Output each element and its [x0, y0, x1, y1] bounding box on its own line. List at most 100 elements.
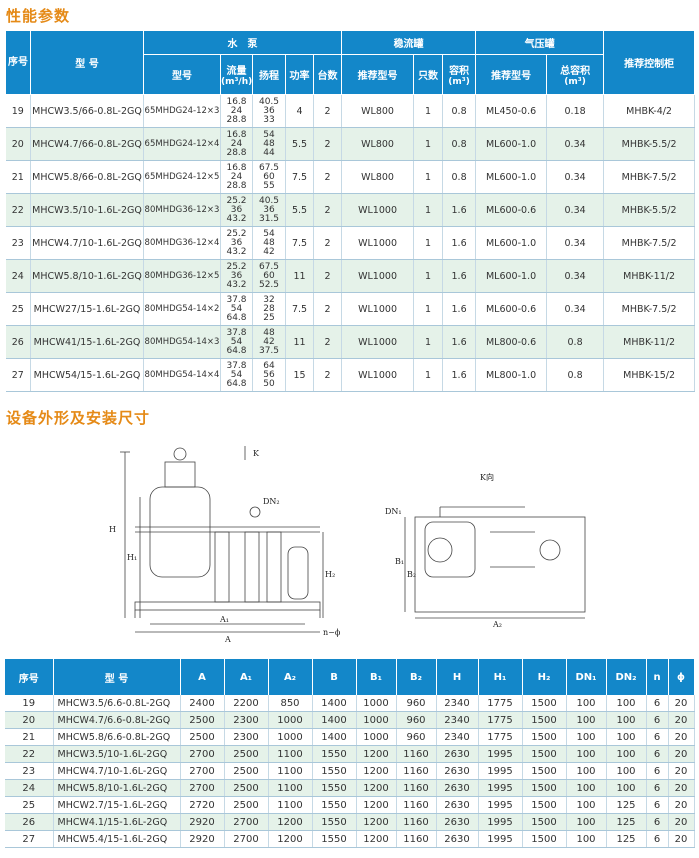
- cell-flow-line: 54: [230, 336, 243, 347]
- cell-seq: 24: [5, 259, 31, 293]
- dim-cell: 6: [646, 779, 669, 797]
- cell-ctrl: MHBK-5.5/2: [603, 127, 696, 161]
- dim-cell: 2920: [180, 813, 225, 831]
- cell-head-line: 60: [263, 171, 275, 182]
- cell-ctrl: MHBK-15/2: [603, 358, 696, 392]
- cell-power: 11: [285, 325, 314, 359]
- dim-cell: 1100: [268, 762, 313, 780]
- cell-model: MHCW4.7/10-1.6L-2GQ: [30, 226, 144, 260]
- cell-flow-line: 16.8: [226, 162, 247, 173]
- cell-head-line: 40.5: [258, 195, 280, 206]
- cell-head-line: 67.5: [258, 162, 280, 173]
- cell-seq: 23: [5, 226, 31, 260]
- cell-head-line: 54: [263, 129, 275, 140]
- dim-cell: 100: [566, 796, 607, 814]
- dim-b2-label: B₂: [407, 570, 416, 579]
- dim-cell: 20: [668, 813, 695, 831]
- cell-head-line: 56: [263, 369, 275, 380]
- cell-head-line: 48: [263, 327, 275, 338]
- dim-cell: 23: [5, 762, 54, 780]
- dim-header: H₂: [522, 659, 567, 695]
- cell-vol: 1.6: [442, 325, 477, 359]
- dim-cell: 2700: [180, 779, 225, 797]
- dim-cell: 1000: [268, 711, 313, 729]
- dim-cell: 20: [5, 711, 54, 729]
- cell-ctrl: MHBK-11/2: [603, 259, 696, 293]
- dim-cell: 1550: [312, 779, 357, 797]
- dim-cell: MHCW4.1/15-1.6L-2GQ: [53, 813, 181, 831]
- cell-flow-line: 28.8: [226, 147, 247, 158]
- dim-header: 序号: [5, 659, 54, 695]
- cell-flow-line: 37.8: [226, 360, 247, 371]
- cell-head-line: 37.5: [258, 345, 280, 356]
- dim-cell: 100: [606, 762, 647, 780]
- dim-cell: 2630: [436, 830, 479, 848]
- cell-vol: 1.6: [442, 259, 477, 293]
- cell-seq: 19: [5, 94, 31, 128]
- cell-head-line: 36: [263, 105, 275, 116]
- cell-head-line: 31.5: [258, 213, 280, 224]
- cell-power: 5.5: [285, 127, 314, 161]
- cell-flow-line: 64.8: [226, 378, 247, 389]
- dim-cell: 2300: [224, 728, 269, 746]
- header-pressure-tank: 气压罐: [475, 30, 605, 55]
- cell-model: MHCW3.5/66-0.8L-2GQ: [30, 94, 144, 128]
- cell-flow-line: 24: [230, 171, 243, 182]
- cell-num: 1: [413, 94, 444, 128]
- dim-cell: 960: [396, 695, 437, 712]
- cell-head-line: 44: [263, 147, 275, 158]
- dim-cell: 1550: [312, 762, 357, 780]
- dim-cell: 1995: [478, 745, 523, 763]
- cell-head-line: 60: [263, 270, 275, 281]
- k-view-frame: [414, 516, 586, 613]
- cell-press: ML600-1.0: [475, 259, 548, 293]
- cell-count: 2: [313, 325, 343, 359]
- dim-cell: 1995: [478, 813, 523, 831]
- dn1-label: DN₁: [385, 507, 402, 516]
- dim-cell: 1100: [268, 745, 313, 763]
- dim-cell: 960: [396, 711, 437, 729]
- dim-cell: 20: [668, 796, 695, 814]
- cell-pvol: 0.8: [546, 358, 605, 392]
- cell-head-line: 54: [263, 228, 275, 239]
- dim-cell: 6: [646, 728, 669, 746]
- dim-cell: MHCW4.7/6.6-0.8L-2GQ: [53, 711, 181, 729]
- dim-cell: 1100: [268, 796, 313, 814]
- k-arrow-label: K: [253, 449, 260, 458]
- dim-h-label: H: [109, 525, 116, 534]
- dim-cell: 1500: [522, 830, 567, 848]
- cell-flow-line: 54: [230, 303, 243, 314]
- cell-power: 7.5: [285, 160, 314, 194]
- cell-head-line: 42: [263, 246, 275, 257]
- dim-cell: 1200: [356, 830, 397, 848]
- dim-a1-label: A₁: [219, 615, 229, 624]
- dim-cell: 2500: [224, 762, 269, 780]
- dim-cell: 1550: [312, 796, 357, 814]
- performance-table: 序号 型 号 水 泵 稳流罐 气压罐 推荐控制柜 型号 流量(m³/h) 扬程 …: [5, 30, 696, 392]
- cell-stab: WL800: [341, 160, 415, 194]
- cell-flow-line: 36: [230, 237, 243, 248]
- pressure-tank-shape: [287, 546, 309, 600]
- dim-cell: MHCW5.8/10-1.6L-2GQ: [53, 779, 181, 797]
- dim-cell: 100: [566, 745, 607, 763]
- dim-cell: 1550: [312, 813, 357, 831]
- cell-num: 1: [413, 259, 444, 293]
- cell-power: 7.5: [285, 226, 314, 260]
- cell-head-line: 32: [263, 294, 275, 305]
- cell-pump: 80MHDG54-14×4: [143, 358, 221, 392]
- cell-count: 2: [313, 193, 343, 227]
- dim-cell: 1200: [356, 762, 397, 780]
- dim-cell: 2340: [436, 711, 479, 729]
- cell-model: MHCW5.8/10-1.6L-2GQ: [30, 259, 144, 293]
- dim-cell: 100: [606, 711, 647, 729]
- cell-count: 2: [313, 358, 343, 392]
- dim-cell: 1550: [312, 830, 357, 848]
